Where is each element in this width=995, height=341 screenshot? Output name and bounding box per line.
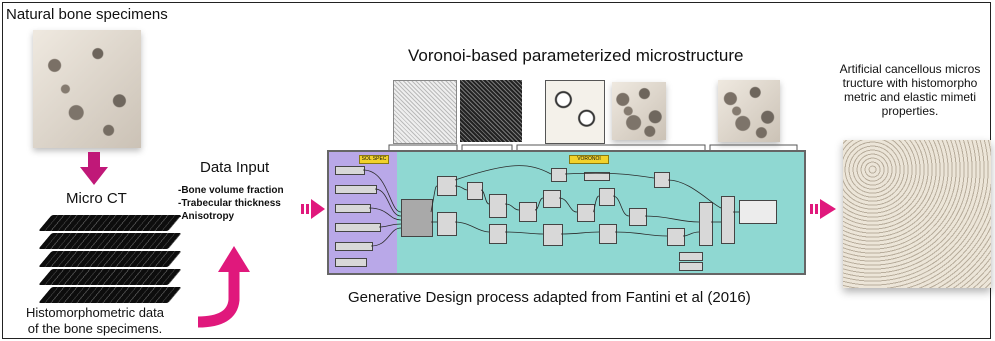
voronoi-solid-small-image bbox=[612, 82, 666, 140]
component-node bbox=[489, 194, 507, 218]
right-arrow-icon bbox=[810, 199, 836, 219]
generative-design-canvas: SOL SPEC VORONOI bbox=[327, 150, 806, 275]
slider-node bbox=[335, 223, 381, 232]
micro-ct-label: Micro CT bbox=[66, 190, 127, 207]
slider-node bbox=[335, 166, 365, 175]
voronoi-wireframe-light-image bbox=[393, 80, 457, 144]
component-node bbox=[519, 202, 537, 222]
component-node bbox=[551, 168, 567, 182]
panel-node bbox=[679, 252, 703, 261]
curved-up-arrow-icon bbox=[197, 246, 250, 328]
data-input-title: Data Input bbox=[200, 159, 270, 176]
data-input-bullets: -Bone volume fraction -Trabecular thickn… bbox=[178, 185, 284, 222]
component-node bbox=[489, 224, 507, 244]
component-node bbox=[543, 224, 563, 246]
right-arrow-icon bbox=[301, 199, 325, 219]
canvas-tag-sol: SOL SPEC bbox=[359, 155, 389, 164]
voronoi-title: Voronoi-based parameterized microstructu… bbox=[408, 46, 744, 65]
slider-node bbox=[335, 258, 367, 267]
slider-node bbox=[335, 242, 373, 251]
artificial-structure-caption: Artificial cancellous micros tructure wi… bbox=[839, 62, 981, 118]
histomorphometric-caption: Histomorphometric data of the bone speci… bbox=[26, 305, 164, 336]
panel-node bbox=[679, 262, 703, 271]
natural-bone-cube-image bbox=[33, 30, 141, 148]
component-node bbox=[599, 224, 617, 244]
voronoi-wireframe-dark-image bbox=[460, 80, 522, 142]
component-node bbox=[401, 199, 433, 237]
artificial-cancellous-cube-image bbox=[843, 140, 991, 288]
wires bbox=[362, 165, 739, 247]
natural-bone-label: Natural bone specimens bbox=[6, 6, 168, 23]
component-node bbox=[437, 212, 457, 236]
component-node bbox=[599, 188, 615, 206]
output-component-node bbox=[739, 200, 777, 224]
component-node bbox=[667, 228, 685, 246]
group-brackets bbox=[388, 144, 798, 151]
slider-node bbox=[335, 204, 371, 213]
panel-node bbox=[584, 172, 610, 181]
voronoi-solid-final-image bbox=[718, 80, 780, 142]
component-node bbox=[629, 208, 647, 226]
generative-design-caption: Generative Design process adapted from F… bbox=[348, 289, 751, 306]
component-node bbox=[699, 202, 713, 246]
component-node bbox=[543, 190, 561, 208]
component-node bbox=[577, 204, 595, 222]
voronoi-cells-image bbox=[545, 80, 605, 144]
canvas-tag-voronoi: VORONOI bbox=[569, 155, 609, 164]
component-node bbox=[721, 196, 735, 244]
